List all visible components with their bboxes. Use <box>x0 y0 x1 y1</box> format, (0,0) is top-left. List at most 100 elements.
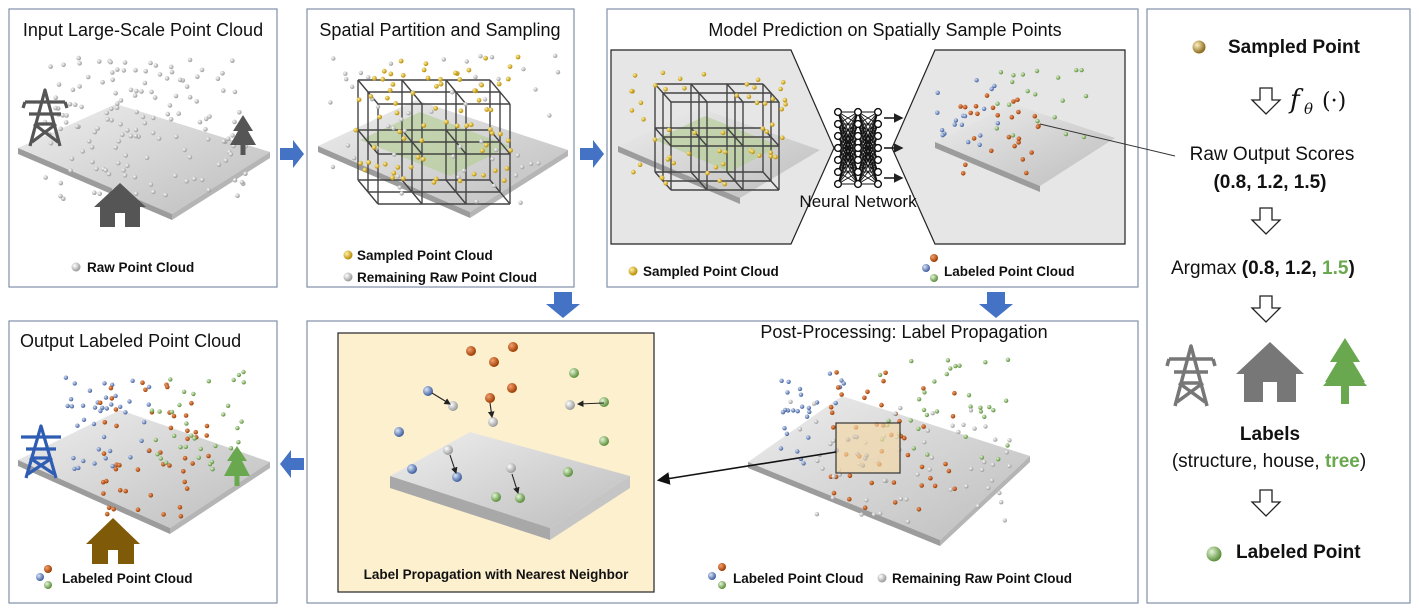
point <box>961 422 966 427</box>
point <box>966 139 971 145</box>
point <box>962 113 968 119</box>
point <box>420 156 426 162</box>
point <box>147 448 152 453</box>
point <box>637 162 643 167</box>
propagation-points <box>394 342 609 503</box>
point <box>831 438 836 443</box>
point <box>148 493 154 498</box>
point <box>192 176 197 182</box>
point <box>473 74 478 80</box>
point <box>484 107 490 112</box>
point <box>438 81 444 87</box>
point <box>393 101 398 106</box>
point <box>187 94 193 100</box>
point <box>386 123 391 129</box>
point <box>197 119 203 125</box>
point <box>65 403 70 409</box>
point <box>100 479 106 485</box>
point <box>464 59 469 64</box>
point <box>216 162 222 167</box>
point <box>632 73 638 78</box>
point <box>871 512 877 517</box>
point <box>536 161 541 166</box>
point <box>163 192 168 198</box>
raw-points <box>42 55 248 201</box>
panel-output-title: Output Labeled Point Cloud <box>20 331 241 351</box>
point <box>990 462 996 467</box>
point <box>390 82 396 87</box>
point <box>72 102 78 107</box>
point <box>833 400 838 406</box>
panel-partition-legend-remaining: Remaining Raw Point Cloud <box>357 270 537 285</box>
point <box>92 405 98 410</box>
point <box>81 417 87 422</box>
point <box>638 100 644 106</box>
panel-partition: Spatial Partition and Sampling Sampled P… <box>306 8 575 288</box>
transmission-tower-icon <box>21 88 69 147</box>
point <box>768 150 774 155</box>
point <box>835 385 841 390</box>
point <box>496 76 501 82</box>
point <box>123 410 128 415</box>
point <box>181 469 186 474</box>
point <box>68 397 74 402</box>
point <box>109 106 114 112</box>
point <box>879 402 884 408</box>
point <box>982 414 987 419</box>
point <box>898 496 904 502</box>
point <box>421 123 427 128</box>
point <box>143 68 148 74</box>
panel-prediction-legend-sampled: Sampled Point Cloud <box>643 264 779 279</box>
point <box>599 397 609 407</box>
point <box>74 124 80 129</box>
point <box>415 154 421 160</box>
point <box>207 114 212 119</box>
point <box>87 388 93 393</box>
point <box>454 123 460 129</box>
point <box>496 81 502 87</box>
panel-post-legend-remaining: Remaining Raw Point Cloud <box>892 571 1072 586</box>
legend-raw-dot <box>71 262 81 272</box>
panel-partition-legend-sampled: Sampled Point Cloud <box>357 248 493 263</box>
point <box>746 94 752 99</box>
point <box>996 457 1001 462</box>
panel-post-processing: Post-Processing: Label Propagation Label… <box>306 320 1139 604</box>
point <box>115 101 120 106</box>
point <box>153 63 159 68</box>
point <box>187 154 193 160</box>
flow-arrow-icon <box>546 292 580 318</box>
point <box>108 59 113 65</box>
point <box>916 397 922 402</box>
point <box>239 419 244 424</box>
point <box>962 104 968 110</box>
sampled-points <box>328 53 561 205</box>
point <box>391 126 396 131</box>
point <box>979 455 985 460</box>
raw-scores-label: Raw Output Scores <box>1190 144 1355 165</box>
point <box>116 138 122 144</box>
point <box>457 77 463 82</box>
point <box>489 55 495 60</box>
point <box>183 444 188 449</box>
point <box>142 120 148 126</box>
down-hollow-arrow-icon <box>1250 489 1282 517</box>
point <box>989 86 994 92</box>
point <box>653 83 658 88</box>
point <box>438 76 443 82</box>
point <box>847 473 853 479</box>
point <box>419 138 424 143</box>
point <box>122 60 128 65</box>
point <box>134 88 139 94</box>
point <box>563 467 573 477</box>
point <box>97 400 103 406</box>
point <box>491 183 497 188</box>
point <box>629 88 634 94</box>
point <box>118 404 123 409</box>
point <box>865 389 870 395</box>
point <box>757 153 762 158</box>
point <box>108 385 114 391</box>
point <box>43 175 48 180</box>
point <box>63 120 69 125</box>
point <box>79 104 84 110</box>
panel-prediction-title: Model Prediction on Spatially Sample Poi… <box>708 20 1061 40</box>
